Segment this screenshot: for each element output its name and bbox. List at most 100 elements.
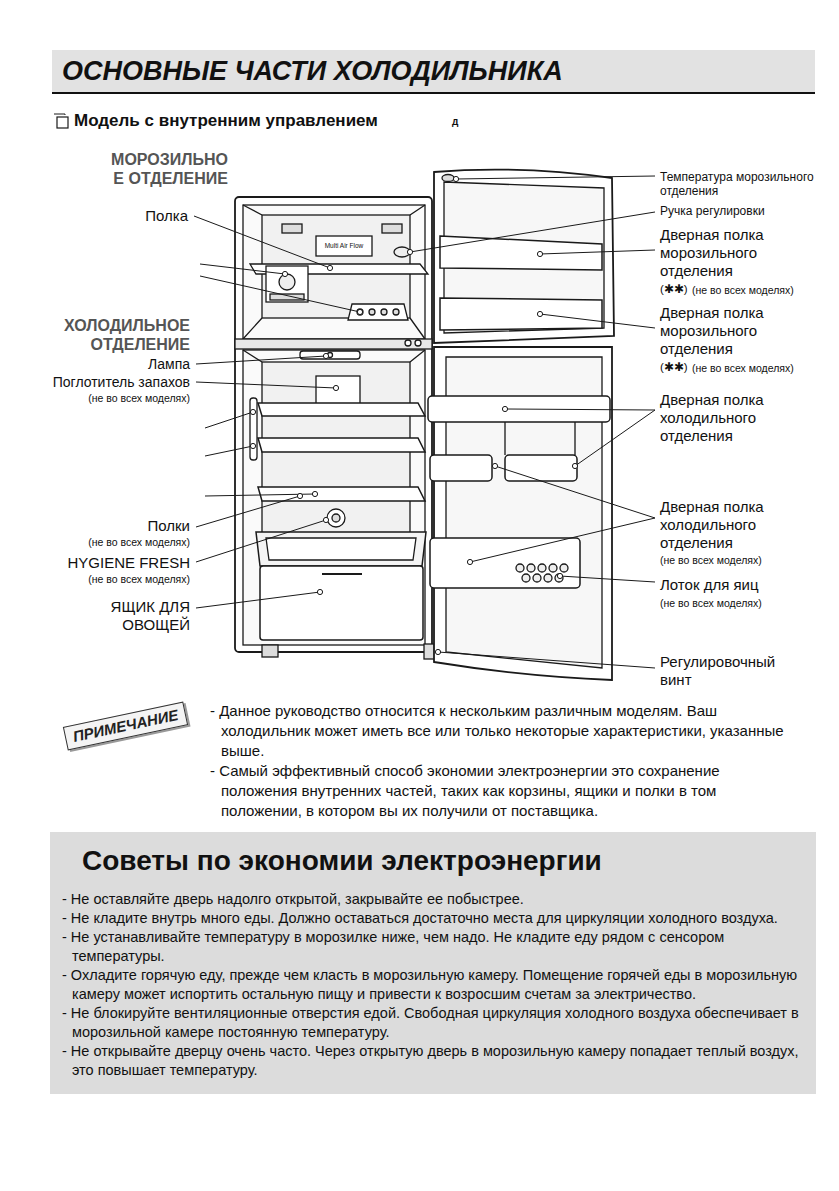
- checkbox-symbol: [54, 114, 65, 115]
- leader-line: [200, 264, 285, 274]
- page-title: ОСНОВНЫЕ ЧАСТИ ХОЛОДИЛЬНИКА: [52, 50, 815, 92]
- ice-tray: [357, 309, 363, 315]
- leader-line: [540, 250, 655, 254]
- ice-maker: [270, 294, 304, 300]
- crisper-cover: [266, 538, 416, 560]
- hygiene-filter: [327, 509, 345, 527]
- cabinet-body: [235, 197, 432, 652]
- leader-line: [196, 592, 320, 608]
- egg-tray: [533, 574, 541, 582]
- part-label: Полки: [90, 517, 190, 535]
- tips-panel: Советы по экономии электроэнергии - Не ос…: [50, 832, 816, 1094]
- vegetable-drawer: [260, 566, 423, 640]
- egg-tray: [560, 564, 568, 572]
- tip-text: - Не кладите внутрь много еды. Должно ос…: [62, 909, 802, 928]
- leader-line: [505, 409, 655, 410]
- leader-dot: [492, 463, 497, 468]
- drawer-handle: [322, 573, 362, 575]
- door-rail: [505, 422, 575, 455]
- leader-dot: [435, 649, 440, 654]
- leader-dot: [357, 309, 362, 314]
- panel-heading: Советы по экономии электроэнергии: [62, 844, 802, 878]
- leader-dot: [250, 443, 255, 448]
- side-handle: [250, 398, 257, 460]
- fridge-compartment: [243, 350, 425, 645]
- part-label: Регулировочный винт: [660, 653, 810, 689]
- leader-line: [196, 356, 326, 364]
- note-text: - Данное руководство относится к несколь…: [210, 701, 795, 761]
- leader-dot: [557, 573, 562, 578]
- leader-line: [410, 212, 655, 252]
- tip-text: - Не блокируйте вентиляционные отверстия…: [62, 1004, 802, 1042]
- part-label: Лампа: [90, 356, 190, 373]
- crisper-cover: [256, 532, 426, 566]
- leader-line: [196, 496, 300, 527]
- leader-line: [438, 652, 655, 668]
- leader-dot: [572, 463, 577, 468]
- note-stamp: ПРИМЕЧАНИЕ: [63, 701, 188, 750]
- model-note: (не во всех моделях): [40, 573, 190, 586]
- leader-dot: [282, 271, 287, 276]
- temperature-control: [442, 175, 454, 182]
- egg-tray: [549, 564, 557, 572]
- part-label: Температура морозильного отделения: [660, 170, 825, 199]
- leader-line: [495, 466, 655, 518]
- leader-line: [540, 314, 655, 328]
- egg-tray: [544, 574, 552, 582]
- part-label: HYGIENE FRESH: [40, 554, 190, 572]
- door-bin: [430, 455, 492, 481]
- leader-dot: [250, 409, 255, 414]
- ice-tray: [393, 309, 399, 315]
- control-button: [405, 340, 411, 346]
- glass-shelf: [258, 438, 425, 452]
- model-note: (✱✱): [660, 283, 688, 297]
- leader-dot: [317, 589, 322, 594]
- leader-dot: [333, 385, 338, 390]
- tip-text: - Не устанавливайте температуру в морози…: [62, 928, 802, 966]
- tip-text: - Не оставляйте дверь надолго открытой, …: [62, 890, 802, 909]
- leader-line: [456, 176, 655, 179]
- control-button: [415, 340, 421, 346]
- section-heading: Модель с внутренним управлением: [74, 111, 454, 131]
- part-label: Полка: [88, 207, 188, 225]
- tip-text: - Не открывайте дверцу очень часто. Чере…: [62, 1042, 802, 1080]
- part-label: Дверная полка морозильного отделения: [660, 226, 800, 280]
- model-note: (не во всех моделях): [692, 284, 832, 297]
- ice-maker: [266, 266, 308, 302]
- lamp: [300, 351, 360, 359]
- leader-line: [560, 576, 655, 582]
- air-flow-panel: [316, 236, 372, 256]
- leader-dot: [323, 353, 328, 358]
- model-note: (не во всех моделях): [40, 536, 190, 549]
- part-label: Лоток для яиц: [660, 576, 820, 594]
- door-bin: [430, 538, 580, 588]
- model-note: (не во всех моделях): [692, 362, 832, 375]
- note-block: - Данное руководство относится к несколь…: [210, 701, 795, 821]
- odor-absorber: [316, 376, 360, 406]
- air-vent: [282, 224, 302, 233]
- leader-line: [196, 520, 326, 562]
- part-label: Дверная полка холодильного отделения: [660, 391, 800, 445]
- model-note: (не во всех моделях): [660, 597, 810, 610]
- model-note: (не во всех моделях): [40, 392, 190, 405]
- compartment-label: МОРОЗИЛЬНО Е ОТДЕЛЕНИЕ: [104, 150, 228, 188]
- glass-shelf: [258, 403, 425, 416]
- egg-tray: [555, 574, 563, 582]
- panel-label: Multi Air Flow: [316, 242, 372, 250]
- perspective-line: [243, 350, 425, 362]
- leader-dot: [323, 517, 328, 522]
- door-bin: [505, 455, 577, 481]
- glass-shelf: [258, 487, 425, 501]
- part-label: Дверная полка холодильного отделения: [660, 498, 800, 552]
- door-bin: [440, 298, 602, 330]
- model-note: (✱✱): [660, 361, 688, 375]
- part-label: Ручка регулировки: [660, 204, 830, 218]
- stamp-text: ПРИМЕЧАНИЕ: [71, 706, 180, 746]
- ice-maker: [279, 274, 295, 290]
- leader-dot: [502, 406, 507, 411]
- freezer-door: [434, 170, 614, 343]
- egg-tray: [538, 564, 546, 572]
- leader-dot: [453, 176, 458, 181]
- note-text: - Самый эффективный способ экономии элек…: [210, 761, 795, 821]
